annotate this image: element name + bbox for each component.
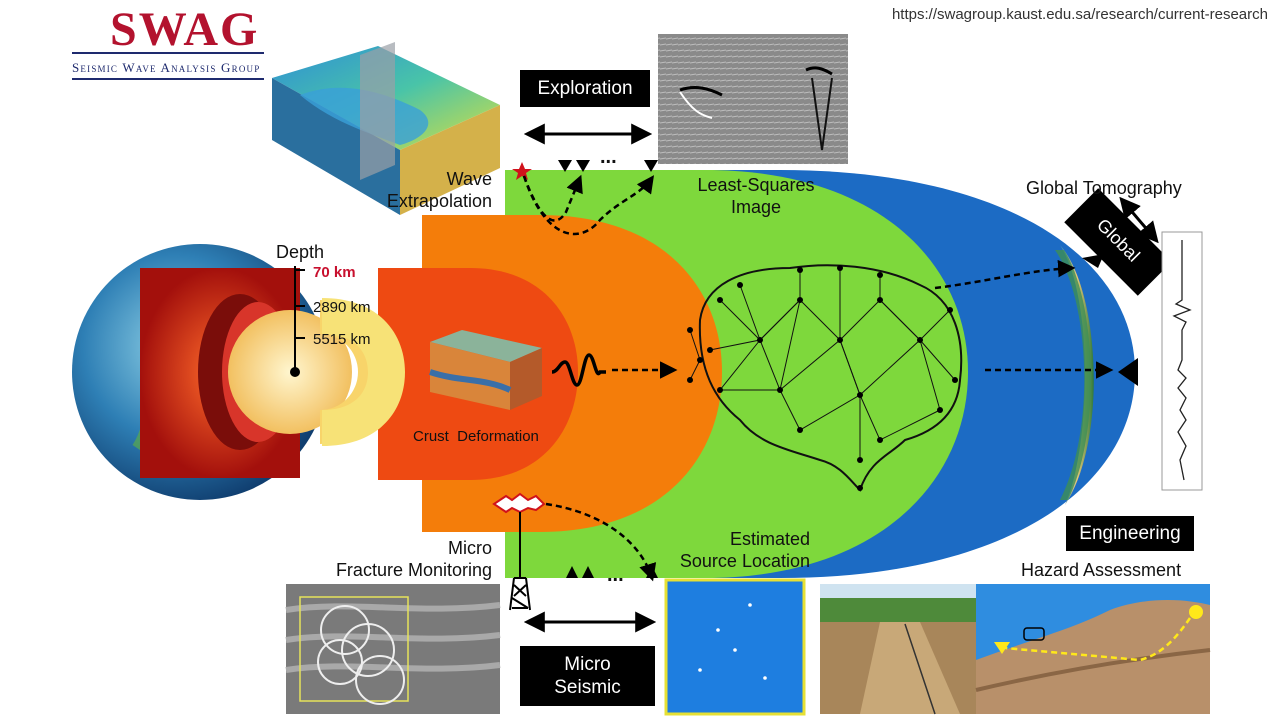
wave-extrapolation-label: Wave Extrapolation: [386, 169, 492, 211]
bottom-receiver-3: [646, 566, 658, 578]
source-url[interactable]: https://swagroup.kaust.edu.sa/research/c…: [891, 6, 1268, 23]
least-squares-image-label: Least-Squares Image: [697, 175, 815, 217]
micro-fracture-monitoring-label: Micro Fracture Monitoring: [335, 538, 492, 580]
hazard-cliff-photo: [975, 584, 1211, 714]
micro-seismic-box: Micro Seismic: [520, 646, 655, 706]
crust-deformation-label: Crust Deformation: [413, 428, 539, 445]
derrick-icon: [509, 577, 531, 611]
wave-path-reflection-2: [522, 175, 655, 236]
logo-rule-top: [72, 52, 264, 54]
seismogram-trace-image: [1161, 231, 1203, 491]
logo-rule-bottom: [72, 78, 264, 80]
field-survey-photo: [820, 584, 976, 715]
hazard-receiver-icon: [994, 642, 1010, 654]
source-star-icon: [512, 162, 532, 180]
earth-center-point: [290, 367, 300, 377]
receiver-triangle-3: [644, 160, 658, 172]
depth-2890-label: 2890 km: [313, 299, 371, 316]
receiver-triangle-1: [558, 160, 572, 172]
source-to-receiver-arrow: [545, 502, 657, 582]
estimated-source-location-label: Estimated Source Location: [679, 529, 810, 571]
crust-deformation-block-image: [429, 330, 542, 410]
ellipsis-top: ...: [600, 146, 617, 168]
house-icon: [1023, 627, 1045, 641]
global-receiver-upper: [1082, 254, 1104, 268]
engineering-box: Engineering: [1066, 516, 1194, 551]
global-double-arrow: [1119, 196, 1159, 244]
depth-label: Depth: [276, 242, 325, 262]
seismic-section-image: [658, 34, 848, 164]
depth-5515-label: 5515 km: [313, 331, 371, 348]
ellipsis-bottom: ...: [607, 564, 624, 586]
brain-mesh-nodes: [687, 265, 958, 491]
swag-logo-subtitle: Seismic Wave Analysis Group: [72, 60, 261, 75]
bottom-receiver-1: [566, 566, 578, 578]
sun-explosion-icon: [1189, 605, 1203, 619]
depth-70-label: 70 km: [313, 264, 356, 281]
seismic-wavelet-icon: [551, 353, 606, 387]
velocity-model-cube-image: [272, 42, 500, 215]
exploration-box: Exploration: [520, 70, 650, 107]
fracture-monitoring-image: [285, 584, 501, 714]
microseismic-event-icon: [492, 492, 546, 514]
bottom-receiver-2: [582, 566, 594, 578]
global-rotated-box: [1064, 188, 1172, 296]
swag-logo-word: SWAG: [110, 3, 260, 56]
global-arrow-upper: [934, 259, 1076, 290]
global-receiver-lower: [1118, 358, 1138, 386]
hazard-assessment-label: Hazard Assessment: [1021, 560, 1182, 580]
receiver-triangle-2: [576, 160, 590, 172]
microseismic-map-image: [664, 578, 806, 716]
global-tomography-label: Global Tomography: [1026, 178, 1182, 198]
global-earth-slice-image: [1055, 245, 1094, 505]
